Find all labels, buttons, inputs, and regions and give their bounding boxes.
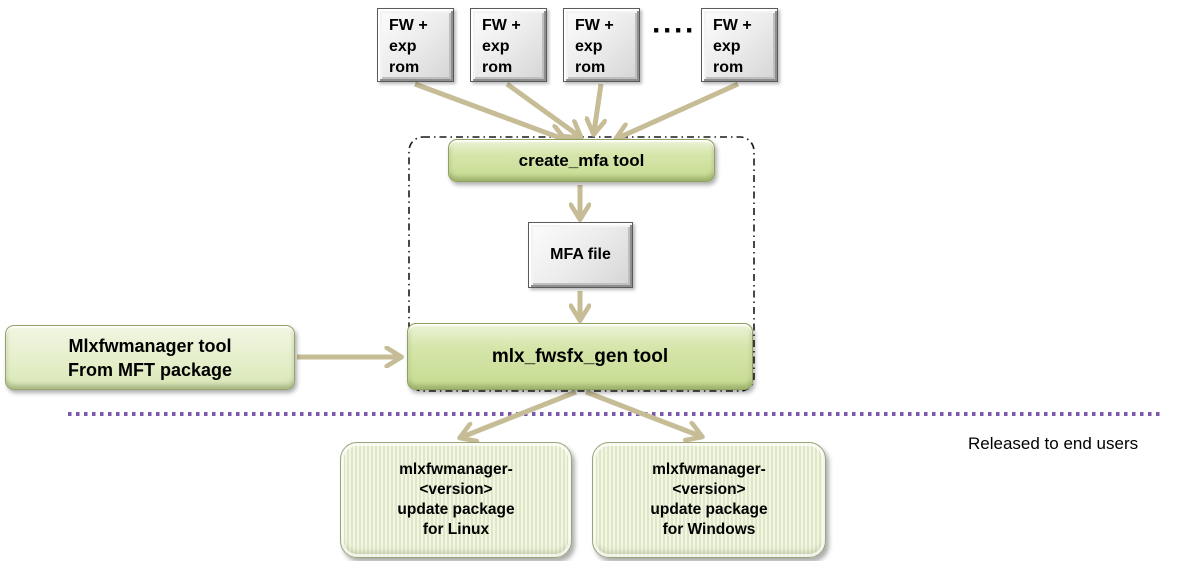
fw-box-line: exp (575, 38, 603, 55)
arrow-fw4-to-create-mfa (618, 81, 740, 138)
mlx-fwsfx-gen-tool-label: mlx_fwsfx_gen tool (491, 345, 669, 367)
fw-box-line: FW + (713, 17, 752, 34)
fw-box-line: rom (713, 59, 744, 76)
fw-box-line: rom (482, 59, 513, 76)
package-line: mlxfwmanager- (399, 461, 513, 478)
arrow-fw2-to-create-mfa (505, 81, 579, 136)
create-mfa-tool-box: create_mfa tool (448, 139, 715, 182)
fw-box-line: rom (389, 59, 420, 76)
windows-update-package-box: mlxfwmanager- <version> update package f… (592, 442, 826, 558)
package-line: update package (650, 501, 768, 518)
linux-update-package-box: mlxfwmanager- <version> update package f… (340, 442, 572, 558)
create-mfa-tool-label: create_mfa tool (518, 150, 645, 170)
arrow-mlx-gen-to-windows-pkg (585, 389, 700, 436)
mlx-fwsfx-gen-tool-box: mlx_fwsfx_gen tool (407, 323, 753, 390)
fw-box-line: exp (482, 38, 510, 55)
fw-box-line: FW + (575, 17, 614, 34)
package-line: mlxfwmanager- (652, 461, 766, 478)
arrow-fw1-to-create-mfa (414, 81, 563, 139)
fw-box-line: exp (389, 38, 417, 55)
package-line: update package (397, 501, 515, 518)
released-to-end-users-note: Released to end users (968, 434, 1139, 453)
arrow-fw3-to-create-mfa (594, 83, 601, 132)
mft-box-line: Mlxfwmanager tool (68, 335, 232, 356)
fw-box-line: exp (713, 38, 741, 55)
fw-exp-rom-box-2: FW + exp rom (470, 8, 547, 82)
package-line: <version> (419, 481, 493, 498)
mfa-file-box: MFA file (528, 222, 633, 288)
fw-box-line: FW + (389, 17, 428, 34)
mfa-group-dashdot-border (408, 136, 755, 392)
fw-box-line: FW + (482, 17, 521, 34)
package-line: for Linux (422, 521, 490, 538)
mfa-file-label: MFA file (550, 246, 611, 263)
fw-exp-rom-box-1: FW + exp rom (377, 8, 454, 82)
fw-exp-rom-box-3: FW + exp rom (563, 8, 640, 82)
fw-box-line: rom (575, 59, 606, 76)
fw-exp-rom-box-4: FW + exp rom (701, 8, 778, 82)
more-fw-boxes-ellipsis: ···· (652, 14, 696, 47)
mft-box-line: From MFT package (67, 359, 233, 380)
package-line: for Windows (662, 521, 756, 538)
mlxfwmanager-mft-box: Mlxfwmanager tool From MFT package (5, 325, 295, 390)
package-line: <version> (672, 481, 746, 498)
arrow-mlx-gen-to-linux-pkg (462, 389, 577, 437)
